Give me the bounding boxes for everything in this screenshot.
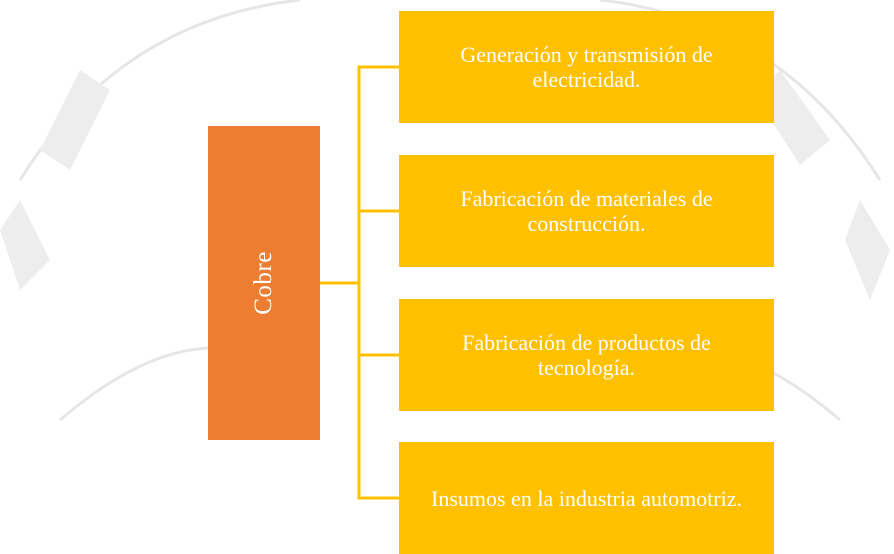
branch-node-electricidad: Generación y transmisión de electricidad… [399, 11, 774, 123]
root-node-cobre: Cobre [208, 126, 320, 440]
branch-node-automotriz: Insumos en la industria automotriz. [399, 442, 774, 554]
branch-node-label: Insumos en la industria automotriz. [431, 485, 742, 511]
branch-node-tecnologia: Fabricación de productos de tecnología. [399, 299, 774, 411]
branch-node-label: Generación y transmisión de electricidad… [460, 42, 713, 92]
branch-node-label: Fabricación de productos de tecnología. [462, 330, 711, 380]
branch-node-label: Fabricación de materiales de construcció… [460, 186, 713, 236]
branch-node-construccion: Fabricación de materiales de construcció… [399, 155, 774, 267]
root-node-label: Cobre [249, 251, 277, 315]
